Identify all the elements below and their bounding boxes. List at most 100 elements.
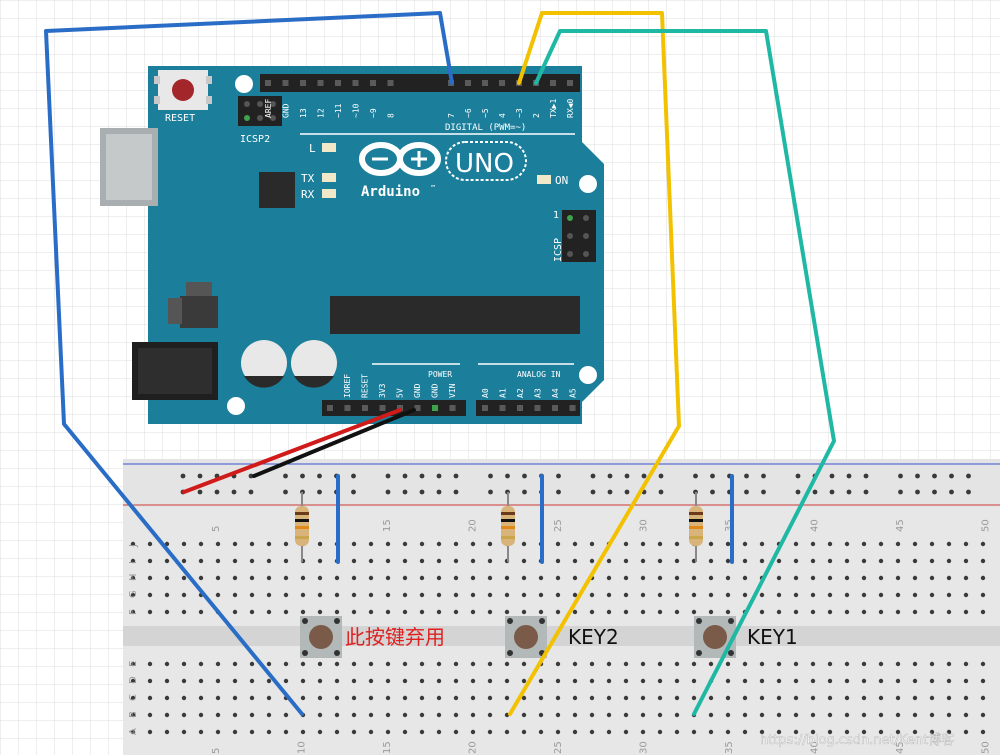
- breadboard-hole: [555, 729, 561, 735]
- breadboard-hole: [657, 609, 663, 615]
- breadboard-hole: [419, 729, 425, 735]
- push-button: [505, 616, 547, 658]
- breadboard-hole: [487, 695, 493, 701]
- breadboard-hole: [623, 712, 629, 718]
- breadboard-hole: [963, 541, 969, 547]
- breadboard-hole: [844, 729, 850, 735]
- breadboard-hole: [215, 695, 221, 701]
- breadboard-hole: [980, 661, 986, 667]
- breadboard-hole: [266, 695, 272, 701]
- breadboard-hole: [963, 678, 969, 684]
- column-number: 20: [468, 519, 479, 532]
- breadboard-hole: [521, 712, 527, 718]
- breadboard-hole: [878, 575, 884, 581]
- breadboard-hole: [368, 592, 374, 598]
- breadboard-hole: [470, 695, 476, 701]
- column-number: 15: [382, 741, 393, 754]
- breadboard-hole: [846, 489, 852, 495]
- breadboard-hole: [351, 661, 357, 667]
- breadboard-hole: [300, 661, 306, 667]
- breadboard-hole: [878, 592, 884, 598]
- breadboard-hole: [504, 729, 510, 735]
- breadboard-hole: [708, 558, 714, 564]
- breadboard-hole: [147, 712, 153, 718]
- breadboard-hole: [214, 489, 220, 495]
- breadboard-hole: [130, 558, 136, 564]
- breadboard-hole: [572, 541, 578, 547]
- digital-pin-label: ~9: [369, 108, 378, 118]
- breadboard-hole: [249, 695, 255, 701]
- breadboard-hole: [436, 695, 442, 701]
- breadboard-hole: [317, 558, 323, 564]
- breadboard-hole: [402, 712, 408, 718]
- breadboard-hole: [980, 712, 986, 718]
- breadboard-hole: [164, 609, 170, 615]
- header-pin: [482, 80, 488, 86]
- breadboard-hole: [589, 592, 595, 598]
- breadboard-hole: [980, 575, 986, 581]
- breadboard-hole: [232, 609, 238, 615]
- breadboard-hole: [283, 678, 289, 684]
- breadboard-hole: [795, 489, 801, 495]
- breadboard-hole: [606, 695, 612, 701]
- column-number: 15: [382, 519, 393, 532]
- breadboard-hole: [232, 558, 238, 564]
- breadboard-hole: [402, 729, 408, 735]
- breadboard-hole: [470, 661, 476, 667]
- power-pin-label: RESET: [361, 374, 370, 398]
- voltage-regulator: [168, 282, 218, 328]
- breadboard-hole: [708, 729, 714, 735]
- breadboard-hole: [368, 695, 374, 701]
- breadboard-hole: [810, 541, 816, 547]
- breadboard-hole: [744, 489, 749, 495]
- breadboard-hole: [691, 609, 697, 615]
- breadboard-hole: [436, 729, 442, 735]
- breadboard-hole: [878, 609, 884, 615]
- breadboard-hole: [810, 712, 816, 718]
- breadboard-hole: [912, 678, 918, 684]
- breadboard-hole: [949, 489, 954, 495]
- breadboard-hole: [249, 541, 255, 547]
- breadboard-hole: [266, 661, 272, 667]
- breadboard-hole: [232, 695, 238, 701]
- header-pin: [282, 80, 289, 86]
- breadboard-hole: [521, 678, 527, 684]
- breadboard-hole: [385, 541, 391, 547]
- breadboard-hole: [725, 592, 731, 598]
- header-pin: [362, 405, 368, 411]
- breadboard-hole: [725, 729, 731, 735]
- column-number: 40: [810, 741, 821, 754]
- breadboard-hole: [164, 592, 170, 598]
- breadboard-hole: [317, 541, 323, 547]
- breadboard-hole: [538, 609, 544, 615]
- breadboard-hole: [572, 678, 578, 684]
- breadboard-hole: [929, 558, 935, 564]
- breadboard-hole: [147, 695, 153, 701]
- breadboard-hole: [691, 695, 697, 701]
- digital-pin-label: ~10: [352, 103, 361, 118]
- resistor: [295, 492, 309, 562]
- breadboard-hole: [453, 609, 459, 615]
- breadboard-hole: [606, 592, 612, 598]
- breadboard-hole: [929, 661, 935, 667]
- breadboard-hole: [878, 695, 884, 701]
- breadboard-hole: [181, 695, 187, 701]
- breadboard-hole: [130, 541, 136, 547]
- breadboard-hole: [351, 575, 357, 581]
- breadboard-hole: [521, 592, 527, 598]
- digital-pin-label: ~3: [515, 108, 524, 118]
- breadboard-hole: [572, 695, 578, 701]
- breadboard-hole: [878, 541, 884, 547]
- header-pin: [482, 405, 488, 411]
- icsp2-label: ICSP2: [240, 134, 270, 145]
- breadboard-hole: [657, 592, 663, 598]
- breadboard-hole: [470, 712, 476, 718]
- digital-pin-label: 4: [498, 113, 507, 118]
- breadboard-hole: [946, 541, 952, 547]
- breadboard-hole: [487, 661, 493, 667]
- breadboard-hole: [147, 575, 153, 581]
- breadboard-hole: [589, 695, 595, 701]
- breadboard-hole: [674, 575, 680, 581]
- breadboard-hole: [419, 695, 425, 701]
- breadboard-hole: [334, 592, 340, 598]
